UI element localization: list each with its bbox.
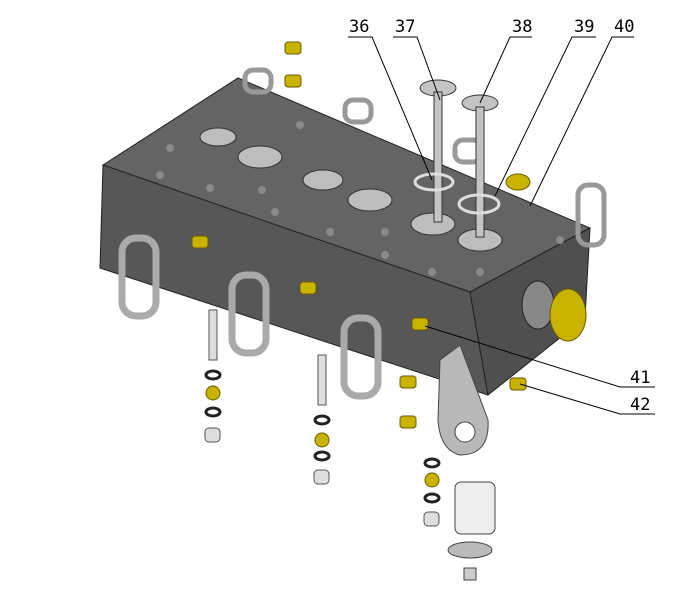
- callout-42: 42: [630, 395, 650, 415]
- side-port: [521, 280, 555, 330]
- top-holes: [199, 127, 503, 252]
- callout-41: 41: [630, 368, 650, 388]
- end-plug: [549, 288, 587, 342]
- callout-40: 40: [614, 17, 634, 37]
- studs-and-washers: [204, 309, 441, 527]
- bolts: [191, 41, 527, 488]
- spring-assembly: [447, 481, 496, 581]
- callout-38: 38: [512, 17, 532, 37]
- lifting-bracket: [437, 344, 489, 456]
- callout-36: 36: [349, 17, 369, 37]
- top-plug: [505, 173, 531, 191]
- small-holes: [156, 121, 564, 276]
- leader-lines: [348, 36, 655, 415]
- callout-37: 37: [395, 17, 415, 37]
- callout-39: 39: [574, 17, 594, 37]
- exhaust-gaskets: [118, 234, 382, 400]
